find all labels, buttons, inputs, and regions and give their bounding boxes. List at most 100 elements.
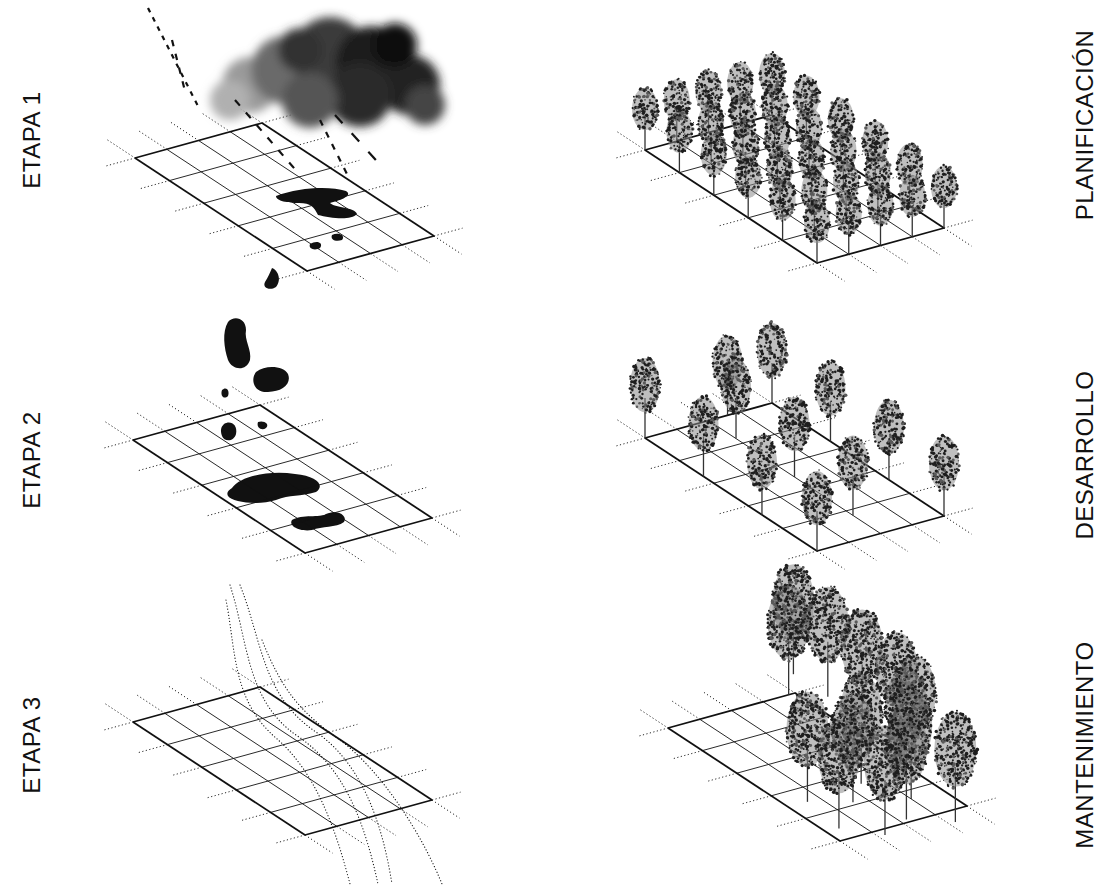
leaf-dot: [752, 108, 754, 110]
leaf-dot: [681, 111, 685, 115]
leaf-dot: [731, 141, 734, 144]
leaf-dot: [743, 116, 746, 119]
leaf-dot: [763, 101, 766, 104]
leaf-dot: [781, 131, 783, 133]
leaf-dot: [784, 110, 787, 113]
cloud-puff: [373, 23, 417, 67]
leaf-dot: [803, 74, 806, 77]
leaf-dot: [877, 125, 879, 127]
leaf-dot: [841, 101, 843, 103]
leaf-dot: [715, 90, 716, 91]
leaf-dot: [687, 101, 690, 104]
leaf-dot: [670, 147, 673, 150]
grid-extension: [141, 181, 170, 189]
leaf-dot: [756, 152, 759, 155]
leaf-dot: [735, 154, 737, 156]
grid-extension: [432, 510, 461, 518]
leaf-dot: [682, 105, 684, 107]
leaf-dot: [684, 94, 687, 97]
leaf-dot: [677, 86, 680, 89]
leaf-dot: [701, 119, 703, 121]
leaf-dot: [748, 110, 751, 113]
leaf-dot: [763, 141, 765, 143]
leaf-dot: [836, 113, 839, 116]
leaf-dot: [674, 141, 676, 143]
leaf-dot: [773, 76, 775, 78]
rain-drop: [332, 144, 335, 149]
water-blob: [221, 388, 228, 397]
leaf-dot: [799, 137, 801, 139]
leaf-dot: [799, 75, 802, 78]
rain-drop: [344, 168, 347, 173]
leaf-dot: [884, 132, 886, 134]
leaf-dot: [668, 132, 670, 134]
leaf-dot: [773, 80, 776, 83]
leaf-dot: [785, 121, 788, 124]
leaf-dot: [692, 128, 694, 130]
leaf-dot: [803, 83, 806, 86]
leaf-dot: [795, 91, 797, 93]
planted-trees: [632, 51, 959, 263]
leaf-dot: [739, 88, 742, 91]
leaf-dot: [766, 112, 768, 114]
leaf-dot: [772, 145, 775, 148]
leaf-dot: [793, 102, 796, 105]
leaf-dot: [845, 104, 847, 106]
grid-extension: [398, 770, 427, 778]
leaf-dot: [742, 110, 745, 113]
leaf-dot: [747, 119, 750, 122]
leaf-dot: [778, 100, 780, 102]
leaf-dot: [739, 156, 741, 158]
leaf-dot: [788, 142, 791, 145]
leaf-dot: [783, 96, 786, 99]
leaf-dot: [650, 88, 653, 91]
leaf-dot: [710, 71, 713, 74]
leaf-dot: [781, 58, 783, 60]
leaf-dot: [719, 110, 721, 112]
leaf-dot: [669, 139, 672, 142]
leaf-dot: [781, 113, 783, 115]
leaf-dot: [773, 121, 776, 124]
leaf-dot: [775, 93, 777, 95]
leaf-dot: [709, 116, 712, 119]
leaf-dot: [699, 131, 700, 132]
leaf-dot: [828, 116, 830, 118]
grid-line: [133, 722, 305, 835]
leaf-dot: [829, 113, 831, 115]
rain-drop: [368, 152, 376, 160]
leaf-dot: [686, 91, 687, 92]
grid-extension: [363, 747, 392, 755]
leaf-dot: [745, 126, 747, 128]
leaf-dot: [806, 112, 809, 115]
leaf-dot: [668, 113, 670, 115]
leaf-dot: [743, 119, 747, 123]
leaf-dot: [650, 109, 653, 112]
leaf-dot: [678, 83, 681, 86]
leaf-dot: [671, 85, 674, 88]
leaf-dot: [795, 85, 796, 86]
leaf-dot: [840, 126, 841, 127]
leaf-dot: [764, 133, 767, 136]
leaf-dot: [673, 88, 676, 91]
flow-line: [230, 585, 378, 884]
leaf-dot: [680, 94, 682, 96]
leaf-dot: [772, 72, 774, 74]
leaf-dot: [747, 104, 749, 106]
leaf-dot: [713, 78, 716, 81]
leaf-dot: [642, 125, 645, 128]
rain-drop: [268, 138, 273, 144]
leaf-dot: [768, 140, 770, 142]
grid-extension: [434, 236, 462, 254]
leaf-dot: [768, 59, 771, 62]
leaf-dot: [765, 54, 767, 56]
leaf-dot: [679, 108, 682, 111]
leaf-dot: [740, 150, 741, 151]
leaf-dot: [786, 138, 788, 140]
leaf-dot: [733, 122, 737, 126]
leaf-dot: [697, 123, 699, 125]
grid-extension: [107, 140, 135, 158]
leaf-dot: [880, 123, 883, 126]
leaf-dot: [675, 148, 677, 150]
grid-extension: [244, 248, 273, 256]
